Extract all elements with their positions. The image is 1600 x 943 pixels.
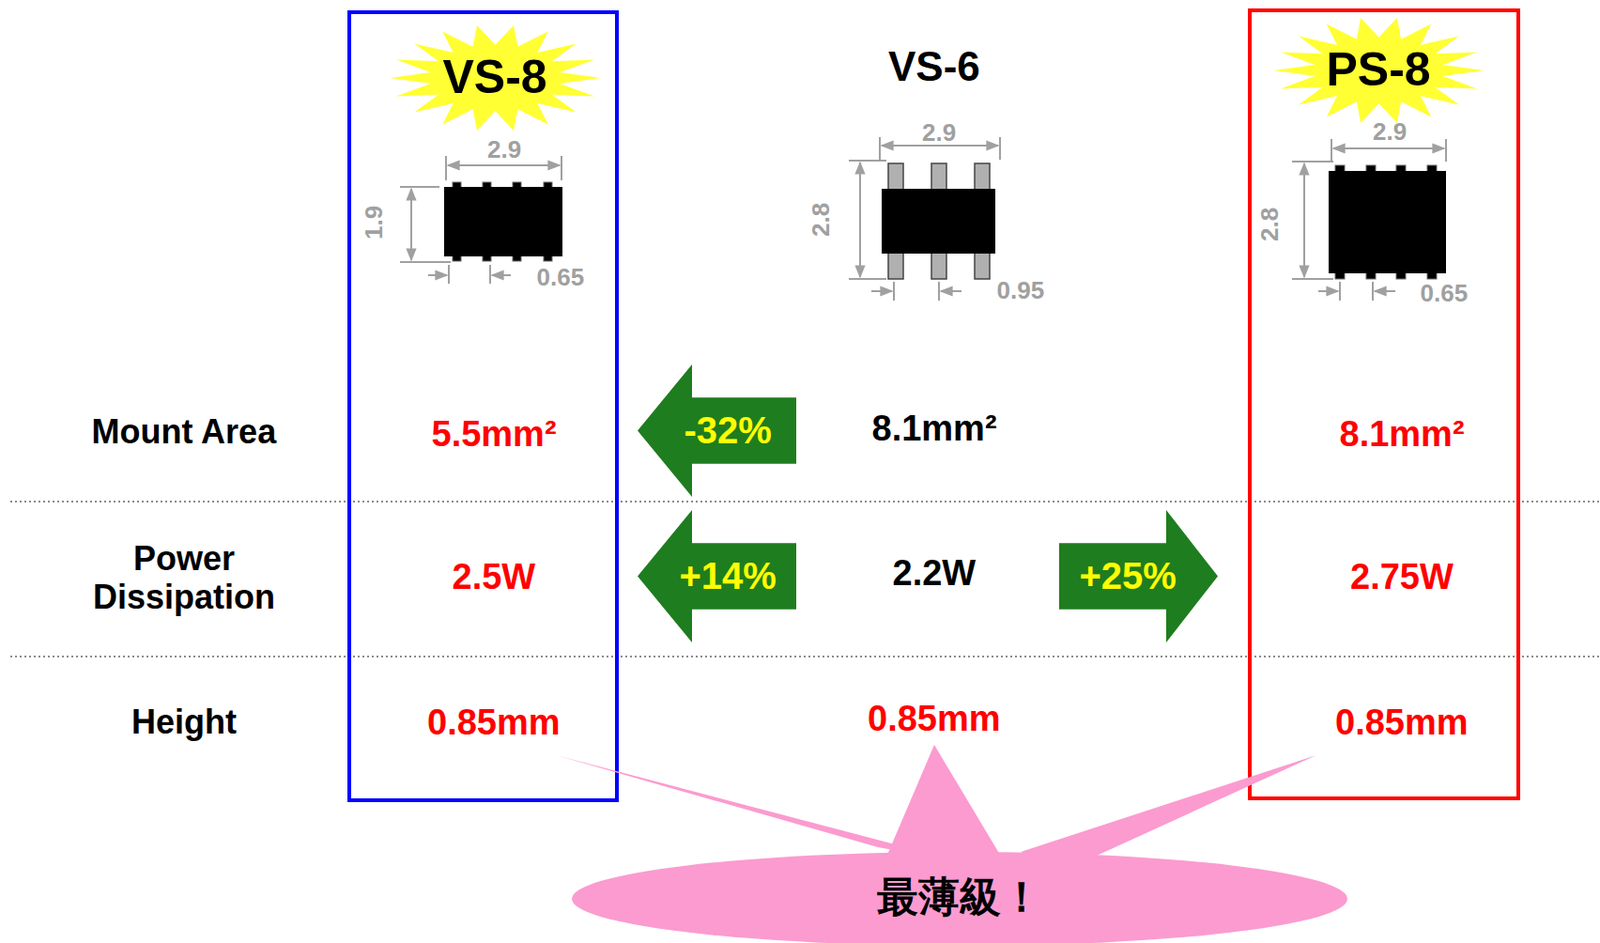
dimension: 2.8 [1256,207,1285,242]
dimension: 2.9 [922,119,956,148]
percent-arrow: -32% [637,364,797,497]
package-column-box-text: 2.75W [1350,556,1454,599]
dimension: 2.8 [807,202,836,237]
vs6-package [848,137,1000,301]
value-cell: 2.2W [892,553,977,595]
row-label: Height [131,702,237,741]
percent-arrow-text: +25% [1079,553,1177,598]
percent-arrow: +14% [637,509,797,643]
row-label: Power Dissipation [66,538,302,617]
percent-arrow: +25% [1059,509,1218,643]
ps8-package [1292,138,1447,301]
row-label: Mount Area [92,412,277,451]
dimension: 0.65 [1420,279,1469,308]
callout-bubble-text: 最薄級！ [876,873,1043,922]
package-column-box-text: 2.5W [452,556,537,599]
starburst-title: PS-8 [1274,16,1484,124]
row-divider [10,501,1600,657]
dimension: 1.9 [360,205,389,240]
dimension: 0.95 [997,276,1046,306]
dimension: 2.9 [487,136,522,165]
starburst-title-text: VS-8 [443,50,548,106]
dimension: 2.9 [1372,118,1407,147]
value-cell: 0.85mm [867,698,1001,740]
package-column-box: 5.5mm² 2.5W 0.85mm VS-8 [347,10,619,802]
percent-arrow-text: -32% [684,408,772,452]
starburst-title-text: PS-8 [1326,43,1431,98]
dimension: 0.65 [537,263,585,293]
callout-bubble: 最薄級！ [525,732,1353,943]
package-column-box-text: 0.85mm [1335,702,1469,744]
package-title: VS-6 [888,43,981,92]
percent-arrow-text: +14% [679,553,777,598]
package-column-box-text: 5.5mm² [431,414,557,456]
package-column-box-text: 8.1mm² [1339,414,1465,456]
value-cell: 8.1mm² [872,408,998,450]
package-column-box-text: 0.85mm [427,702,561,744]
starburst-title: VS-8 [389,24,601,132]
